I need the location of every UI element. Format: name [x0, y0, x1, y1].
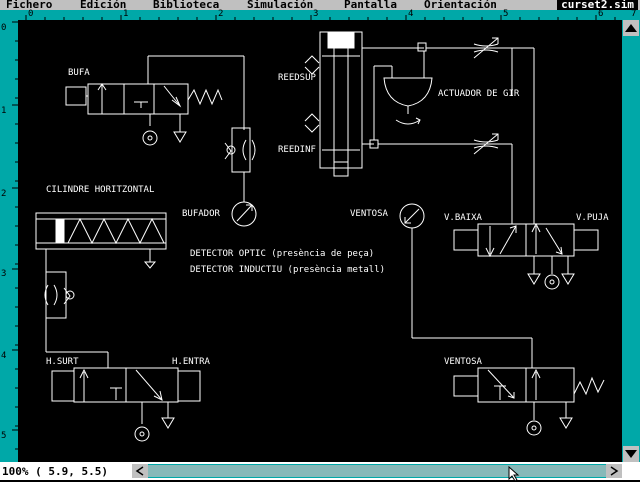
label-bufa: BUFA — [68, 68, 90, 78]
upper-adjustable-throttle[interactable] — [473, 37, 535, 224]
ruler-v-5: 5 — [1, 431, 7, 441]
status-text: 100% ( 5.9, 5.5) — [2, 465, 108, 478]
label-reedsup: REEDSUP — [278, 73, 317, 83]
label-v-baixa: V.BAIXA — [444, 213, 483, 223]
label-reedinf: REEDINF — [278, 145, 316, 155]
label-h-entra: H.ENTRA — [172, 357, 211, 367]
label-actuador: ACTUADOR DE GIR — [438, 89, 520, 99]
ruler-h-3: 3 — [313, 9, 319, 19]
label-v-puja: V.PUJA — [576, 213, 609, 223]
bufa-valve[interactable] — [65, 55, 245, 146]
cursor-coords: ( 5.9, 5.5) — [35, 465, 108, 478]
horizontal-scrollbar[interactable] — [132, 464, 622, 478]
file-title: curset2.sim — [557, 0, 638, 10]
lower-adjustable-throttle[interactable] — [473, 133, 513, 224]
scroll-left-icon[interactable] — [132, 464, 148, 478]
vertical-ruler: 0 1 2 3 4 5 — [0, 20, 18, 462]
ruler-h-7: 7 — [631, 9, 637, 19]
vertical-cylinder[interactable] — [304, 31, 424, 177]
ruler-h-4: 4 — [408, 9, 414, 19]
vbaixa-vpuja-valve[interactable] — [453, 222, 599, 290]
label-ventosa-valve: VENTOSA — [444, 357, 483, 367]
pneumatic-circuit: BUFA CILINDRE HORITZONTAL BUFADOR DETECT… — [35, 31, 609, 442]
label-bufador: BUFADOR — [182, 209, 221, 219]
ruler-h-0: 0 — [28, 9, 34, 19]
horizontal-ruler: 0 1 2 3 4 5 6 7 — [0, 10, 640, 20]
ruler-h-2: 2 — [218, 9, 224, 19]
rotary-actuator[interactable] — [369, 42, 513, 168]
ruler-v-1: 1 — [1, 106, 7, 116]
horizontal-scrollbar-track — [132, 464, 622, 478]
label-ventosa-gauge: VENTOSA — [350, 209, 389, 219]
vertical-scrollbar[interactable] — [622, 20, 640, 462]
scroll-down-icon[interactable] — [622, 446, 640, 464]
ruler-v-0: 0 — [1, 23, 7, 33]
horizontal-ruler-ticks — [25, 15, 616, 20]
horizontal-cylinder[interactable] — [35, 212, 167, 272]
label-cilindre: CILINDRE HORITZONTAL — [46, 185, 154, 195]
ruler-h-5: 5 — [503, 9, 509, 19]
scroll-up-icon[interactable] — [622, 20, 640, 38]
label-detector-optic: DETECTOR OPTIC (presència de peça) — [190, 248, 374, 259]
ruler-v-4: 4 — [1, 351, 7, 361]
scroll-right-icon[interactable] — [606, 464, 622, 478]
menu-orientacion[interactable]: Orientación — [424, 0, 497, 11]
vertical-ruler-ticks — [12, 21, 18, 450]
ruler-v-3: 3 — [1, 269, 7, 279]
menu-fichero[interactable]: Fichero — [6, 0, 53, 11]
bufador-gauge[interactable] — [231, 201, 257, 227]
menu-simulacion[interactable]: Simulación — [247, 0, 314, 11]
lower-throttle-valve[interactable] — [44, 271, 109, 368]
zoom-level: 100% — [2, 465, 29, 478]
menu-biblioteca[interactable]: Biblioteca — [153, 0, 220, 11]
menu-pantalla[interactable]: Pantalla — [344, 0, 397, 11]
label-h-surt: H.SURT — [46, 357, 79, 367]
vertical-scrollbar-track — [623, 20, 639, 462]
ruler-h-6: 6 — [598, 9, 604, 19]
upper-throttle-valve[interactable] — [224, 127, 256, 202]
menu-bar: Fichero Edición Biblioteca Simulación Pa… — [0, 0, 640, 10]
hsurt-hentra-valve[interactable] — [51, 367, 201, 442]
label-detector-inductiu: DETECTOR INDUCTIU (presència metall) — [190, 264, 385, 275]
menu-edicion[interactable]: Edición — [80, 0, 127, 11]
ruler-h-1: 1 — [123, 9, 129, 19]
diagram-canvas[interactable]: BUFA CILINDRE HORITZONTAL BUFADOR DETECT… — [18, 20, 622, 462]
ventosa-gauge[interactable] — [399, 203, 533, 368]
ruler-v-2: 2 — [1, 189, 7, 199]
ventosa-valve[interactable] — [453, 367, 605, 436]
